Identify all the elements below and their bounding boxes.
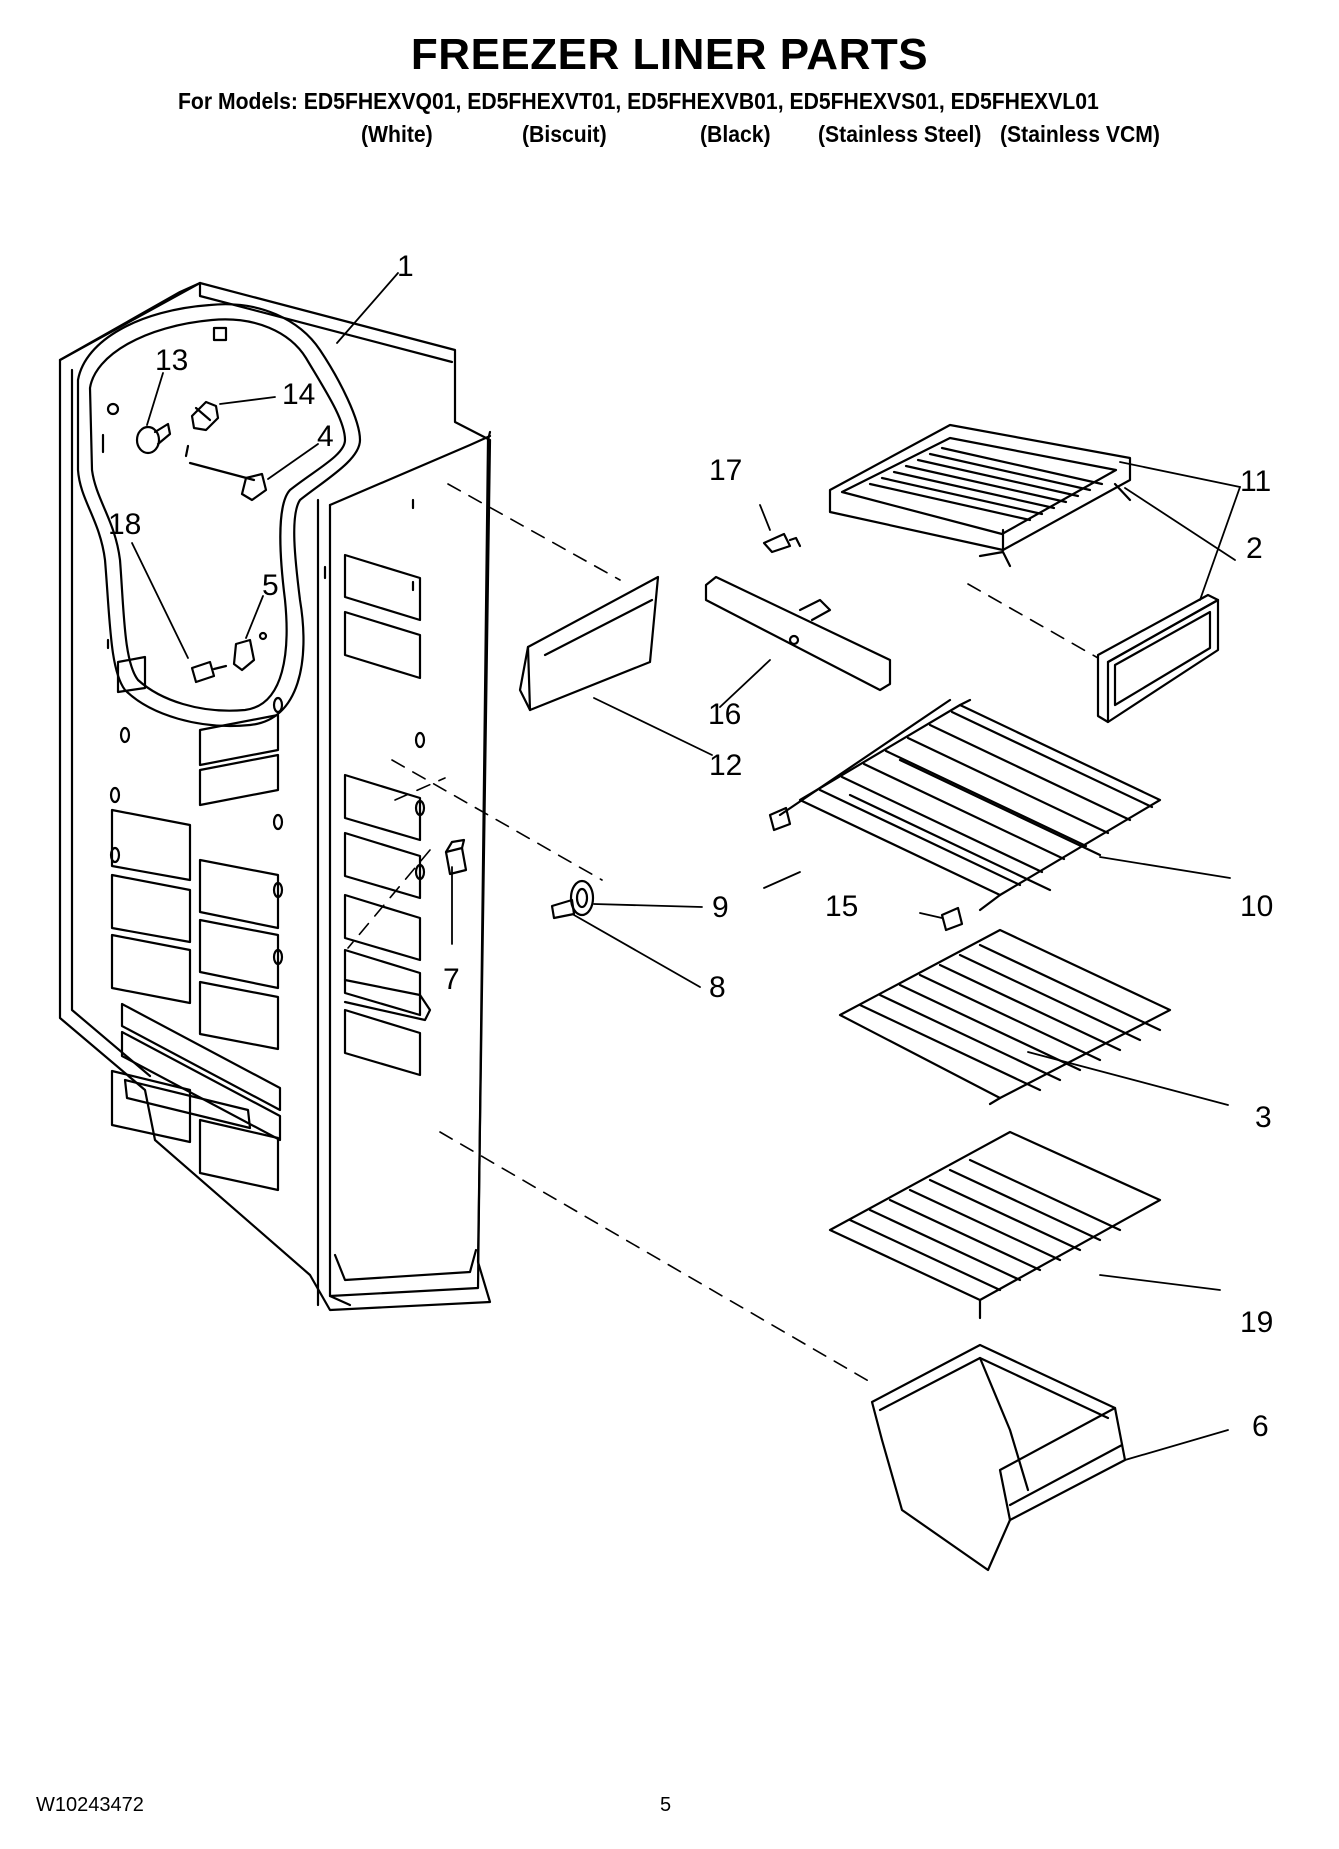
freezer-bin-part-6 (870, 1343, 1127, 1572)
page-title: FREEZER LINER PARTS (410, 30, 929, 79)
support-bracket-part-16 (704, 575, 892, 692)
document-number: W10243472 (36, 1794, 144, 1816)
callout-18: 18 (108, 508, 141, 541)
screw-part-8 (550, 898, 576, 920)
damper-part-7 (444, 838, 468, 876)
callout-15: 15 (825, 890, 858, 923)
callout-3: 3 (1255, 1101, 1272, 1134)
light-bulb-part (135, 422, 172, 455)
callout-7: 7 (443, 963, 460, 996)
callout-5: 5 (262, 569, 279, 602)
callout-9: 9 (712, 891, 729, 924)
callout-14: 14 (282, 378, 315, 411)
callout-16: 16 (708, 698, 741, 731)
variant-stainless-steel: (Stainless Steel) (818, 121, 982, 147)
callout-1: 1 (397, 250, 414, 283)
variant-black: (Black) (700, 121, 771, 147)
bracket-part-5 (232, 631, 268, 672)
page-number: 5 (660, 1794, 672, 1816)
callout-10: 10 (1240, 890, 1273, 923)
freezer-liner-part (58, 281, 492, 1312)
callout-17: 17 (709, 454, 742, 487)
variant-white: (White) (361, 121, 433, 147)
assembly-dash-lines (347, 483, 1099, 1384)
callout-8: 8 (709, 971, 726, 1004)
variant-biscuit: (Biscuit) (522, 121, 607, 147)
callout-6: 6 (1252, 1410, 1269, 1443)
leader-arrows (131, 272, 1241, 1461)
air-duct-part (518, 575, 660, 712)
light-socket-part (190, 400, 220, 432)
shelf-stop-part-15b (940, 906, 964, 932)
callout-4: 4 (317, 420, 334, 453)
screw-part-18 (190, 660, 228, 684)
models-line: For Models: ED5FHEXVQ01, ED5FHEXVT01, ED… (178, 88, 1099, 114)
wire-shelf-part-19 (828, 1130, 1162, 1320)
shelf-stop-part-15a (768, 806, 792, 832)
callout-11: 11 (1240, 465, 1271, 498)
callout-2: 2 (1246, 532, 1263, 565)
variant-stainless-vcm: (Stainless VCM) (1000, 121, 1160, 147)
knob-part-9 (569, 879, 595, 917)
callout-13: 13 (155, 344, 188, 377)
shelf-trim-part-2 (1096, 593, 1220, 724)
screw-part-17 (762, 532, 802, 554)
clip-part-4 (240, 472, 268, 502)
shelf-frame-part-11 (828, 423, 1132, 568)
callout-12: 12 (709, 749, 742, 782)
callout-19: 19 (1240, 1306, 1273, 1339)
wire-shelf-part-10 (778, 698, 1162, 912)
wire-shelf-part-3 (838, 928, 1172, 1106)
